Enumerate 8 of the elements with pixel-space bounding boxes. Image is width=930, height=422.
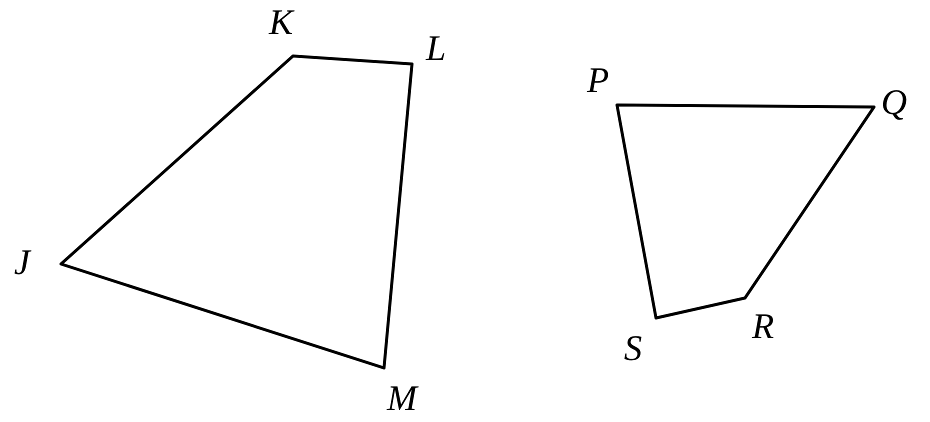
vertex-label: J bbox=[14, 244, 30, 280]
vertex-label: R bbox=[752, 308, 774, 344]
vertex-label: Q bbox=[881, 84, 907, 120]
vertex-label: S bbox=[624, 330, 642, 366]
vertex-label: M bbox=[387, 380, 417, 416]
vertex-label: P bbox=[587, 62, 609, 98]
vertex-label: L bbox=[426, 30, 446, 66]
vertex-label: K bbox=[269, 4, 293, 40]
